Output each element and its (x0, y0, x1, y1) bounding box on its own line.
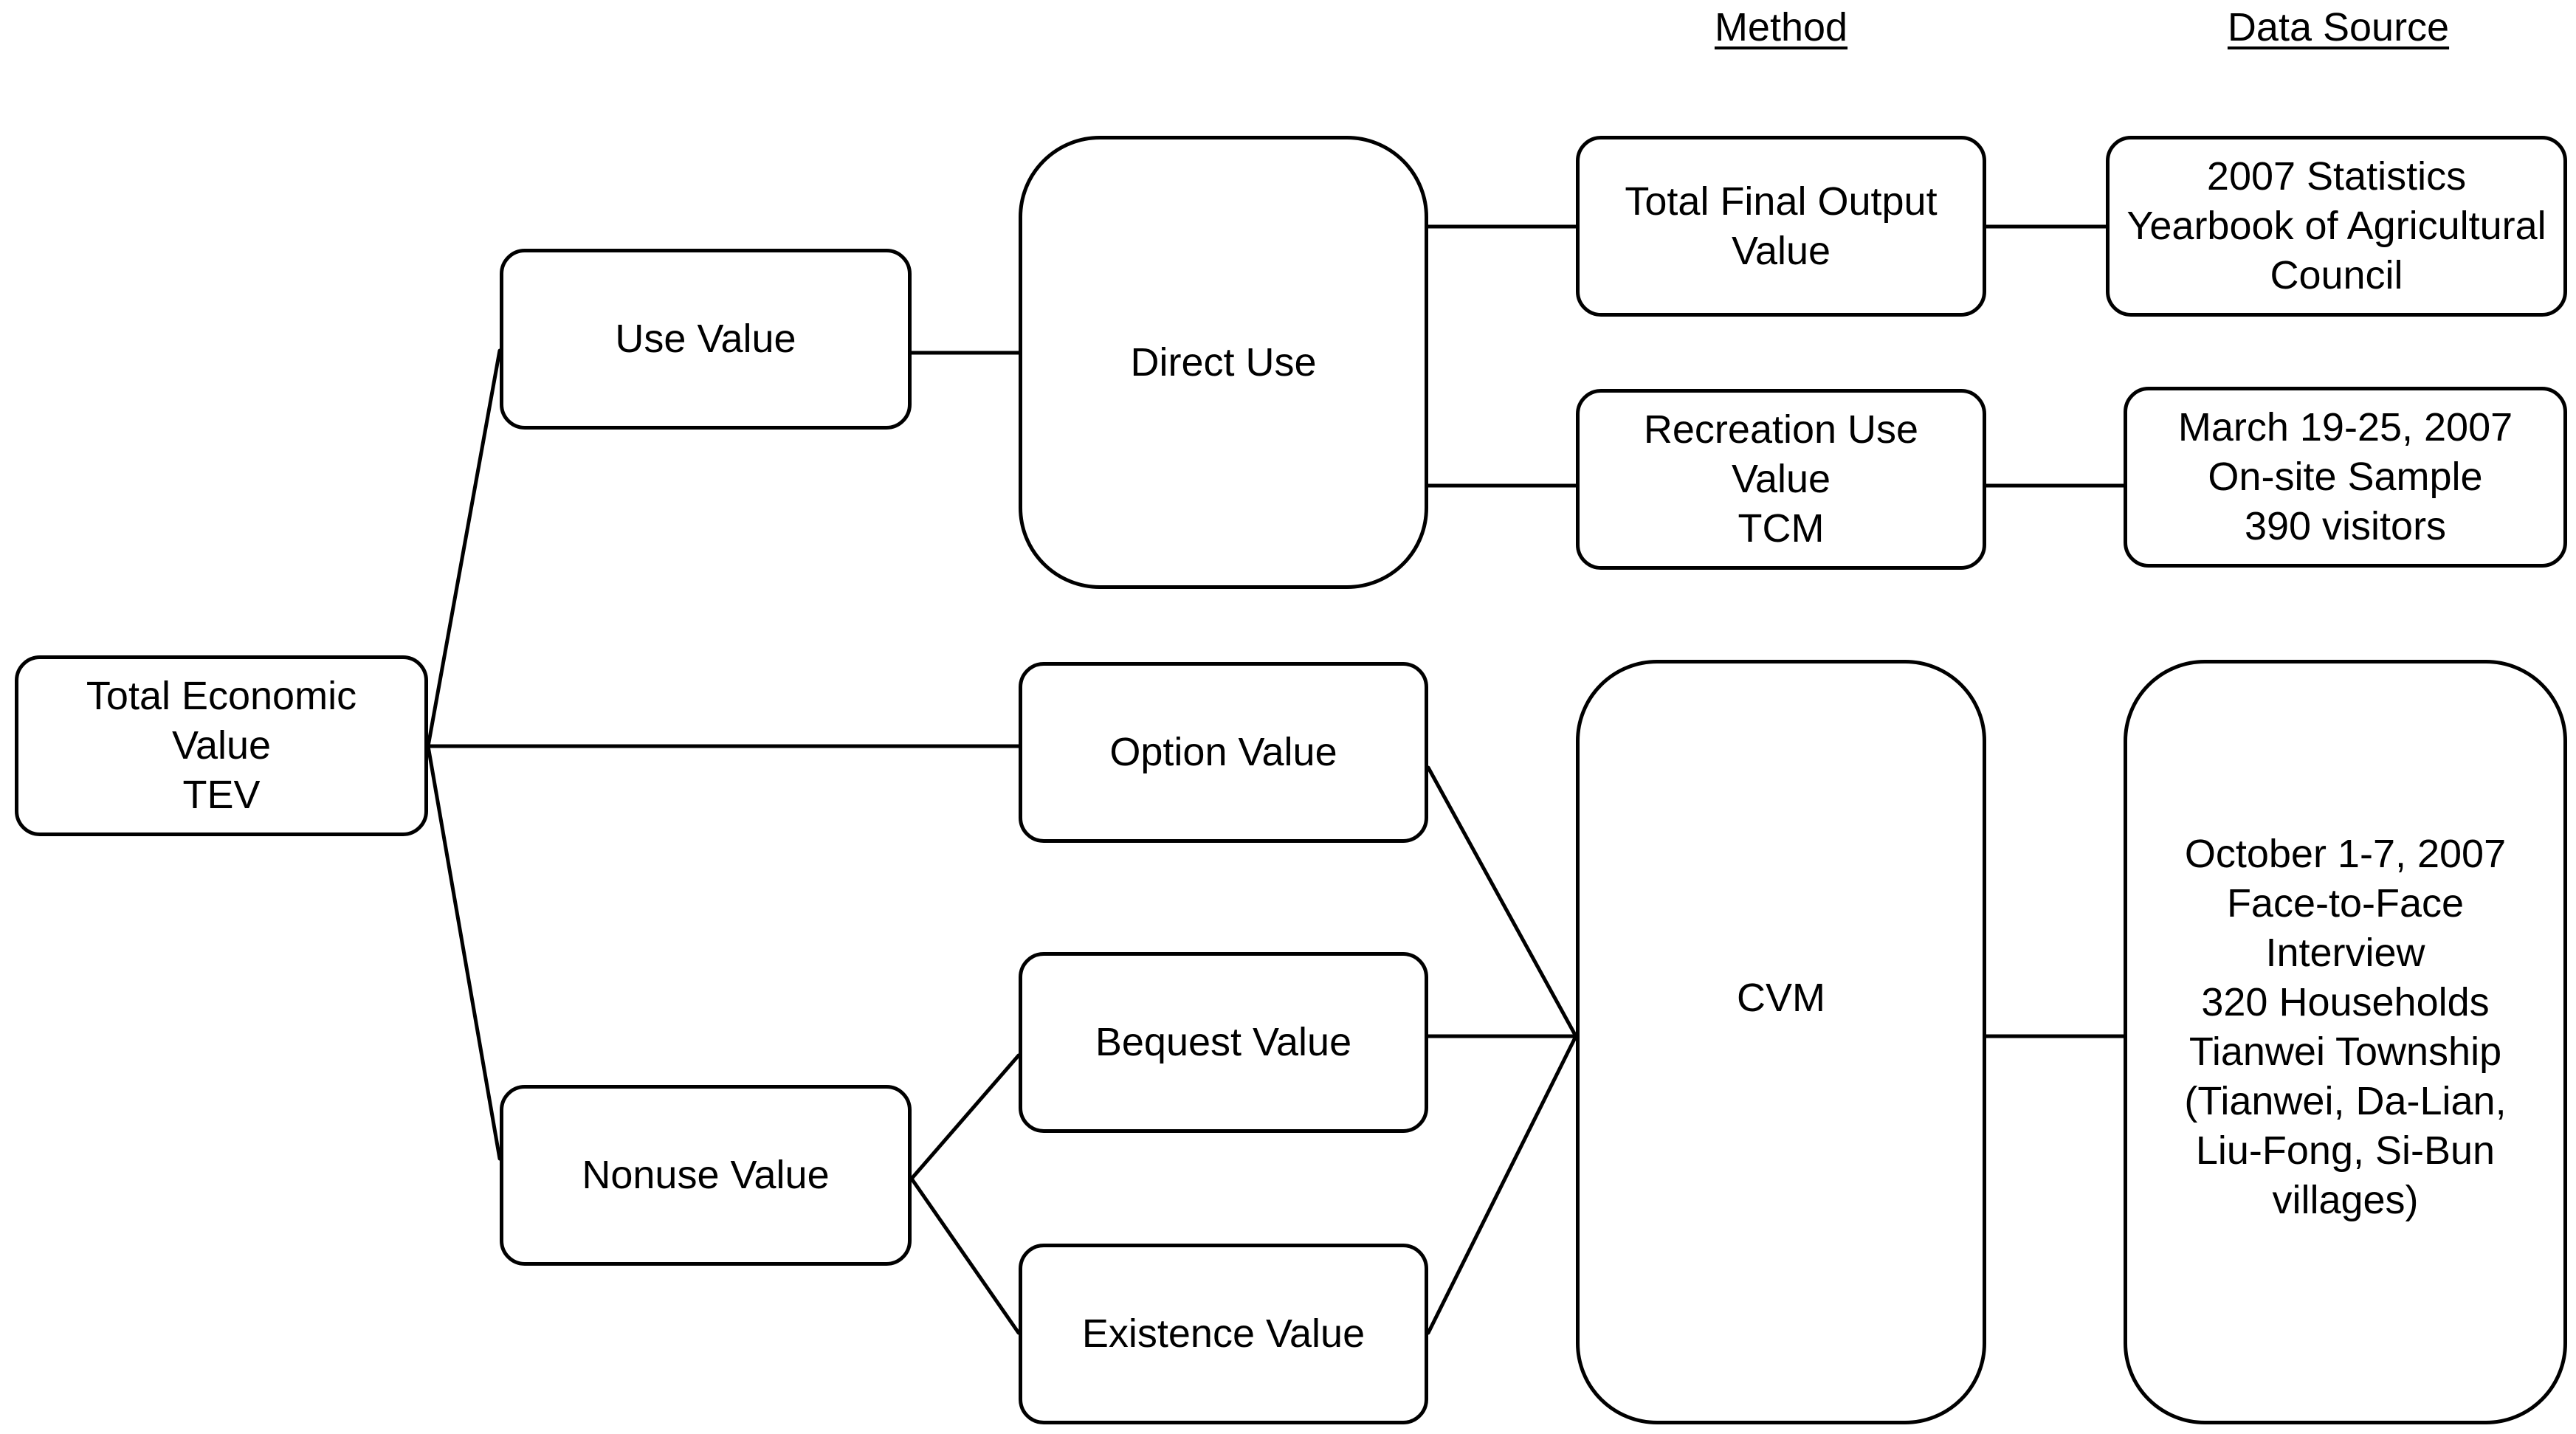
use-value-node: Use Value (500, 249, 912, 430)
option-value-node: Option Value (1019, 662, 1428, 843)
node-label-line: Council (2270, 253, 2403, 297)
node-label-line: Use Value (615, 317, 796, 361)
direct-use-node: Direct Use (1019, 136, 1428, 589)
node-label-line: TEV (182, 773, 261, 817)
node-label-line: March 19-25, 2007 (2177, 405, 2513, 449)
node-label-line: Interview (2265, 931, 2425, 975)
node-label-line: CVM (1737, 975, 1825, 1020)
node-label-line: Total Final Output (1625, 179, 1938, 224)
node-label-line: Bequest Value (1095, 1020, 1352, 1064)
node-label-line: 390 visitors (2244, 504, 2447, 548)
connector-tev-nonuse (426, 744, 502, 1161)
connector-nonuse-existence (909, 1176, 1021, 1335)
node-label-line: Liu-Fong, Si-Bun (2195, 1128, 2496, 1173)
data-source-header: Data Source (2227, 5, 2450, 49)
bequest-value-node: Bequest Value (1019, 952, 1428, 1133)
node-label-line: Face-to-Face (2226, 881, 2465, 925)
node-label-line: (Tianwei, Da-Lian, (2184, 1079, 2507, 1123)
existence-value-node: Existence Value (1019, 1244, 1428, 1424)
node-label-line: 2007 Statistics (2206, 154, 2467, 199)
node-label-line: Existence Value (1081, 1311, 1366, 1356)
node-label-line: Option Value (1109, 730, 1337, 774)
node-label-line: Tianwei Township (2188, 1030, 2502, 1074)
node-label-line: Direct Use (1130, 339, 1317, 385)
node-label-line: On-site Sample (2208, 455, 2483, 499)
connector-nonuse-bequest (909, 1053, 1021, 1181)
node-label-line: villages) (2272, 1178, 2419, 1222)
connector-tev-use (426, 348, 502, 748)
cvm-node: CVM (1576, 660, 1986, 1424)
node-label-line: Value (1731, 228, 1831, 273)
node-label-line: Value (1731, 457, 1831, 501)
node-label-line: Value (171, 723, 272, 768)
node-label-line: Nonuse Value (582, 1153, 830, 1197)
node-label-line: 320 Households (2201, 980, 2490, 1024)
connector-existence-cvm (1426, 1034, 1578, 1335)
nonuse-value-node: Nonuse Value (500, 1085, 912, 1266)
connector-option-cvm (1426, 765, 1578, 1038)
node-label-line: Yearbook of Agricultural (2126, 204, 2546, 248)
method-header: Method (1714, 5, 1848, 49)
node-label-line: Total Economic (86, 674, 357, 718)
node-label-line: TCM (1738, 506, 1825, 551)
node-label-line: Recreation Use (1643, 407, 1919, 452)
node-label-line: October 1-7, 2007 (2184, 832, 2507, 876)
